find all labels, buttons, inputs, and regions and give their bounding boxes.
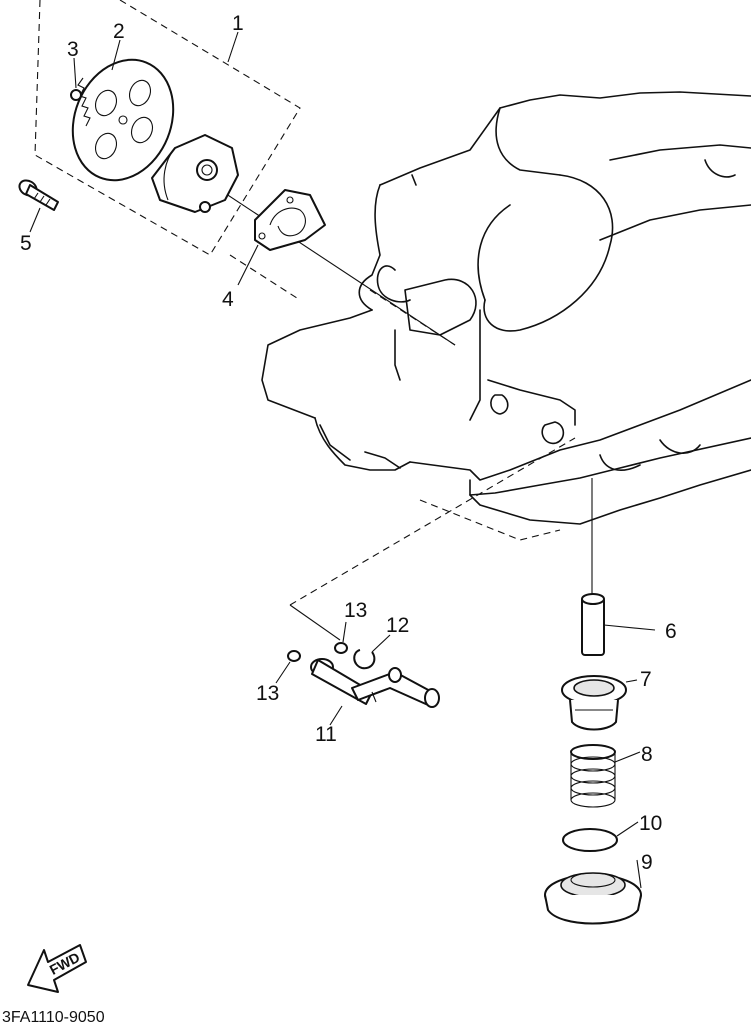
callout-2: 2: [113, 20, 125, 43]
callout-9: 9: [641, 851, 653, 874]
oil-pump-body-part: [151, 134, 239, 213]
bolt-part: [18, 179, 59, 211]
callout-4: 4: [222, 288, 234, 311]
oil-pipe-part: [310, 658, 440, 708]
callout-leaders: [29, 31, 656, 889]
callout-labels: 1 2 3 4 5 6 7 8 9 10 11 12 13 13: [20, 12, 677, 874]
o-ring-part: [562, 828, 618, 852]
callout-6: 6: [665, 620, 677, 643]
callout-10: 10: [639, 812, 662, 835]
callout-3: 3: [67, 38, 79, 61]
gasket-part: [254, 189, 326, 251]
callout-1: 1: [232, 12, 244, 35]
callout-13-upper: 13: [344, 599, 367, 622]
spring-part: [570, 744, 616, 808]
clip-part: [353, 649, 376, 670]
assembly-guide-lines: [204, 179, 593, 641]
callout-5: 5: [20, 232, 32, 255]
callout-12: 12: [386, 614, 409, 637]
callout-13-lower: 13: [256, 682, 279, 705]
callout-7: 7: [640, 668, 652, 691]
callout-8: 8: [641, 743, 653, 766]
crankcase-outline: [261, 91, 751, 525]
figure-code: 3FA1110-9050: [2, 1009, 105, 1026]
drive-gear-part: [71, 58, 175, 182]
strainer-part: [561, 675, 627, 731]
fwd-arrow-icon: FWD: [27, 944, 87, 993]
pipe-part: [581, 593, 605, 656]
o-ring-small-parts: [287, 642, 348, 662]
drain-plug-part: [544, 872, 642, 925]
callout-11: 11: [315, 723, 337, 746]
circlip-part: [70, 89, 82, 101]
